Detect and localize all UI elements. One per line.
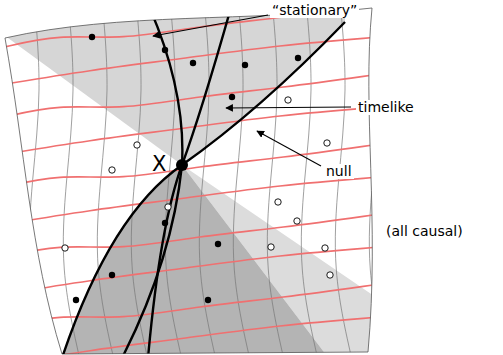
grid-lines xyxy=(0,0,386,355)
event-dot xyxy=(190,60,196,66)
event-dot xyxy=(73,297,79,303)
curve-label: “stationary” xyxy=(270,3,359,18)
point-label: X xyxy=(150,153,168,176)
event-dot xyxy=(109,272,115,278)
event-circle xyxy=(285,97,291,103)
event-dot xyxy=(229,94,235,100)
leader-lines xyxy=(153,15,351,166)
leader-stationary xyxy=(153,15,268,36)
timelike-curve xyxy=(148,4,232,355)
event-circle xyxy=(324,140,330,146)
curve-label: null xyxy=(324,164,354,179)
grid-line xyxy=(267,0,284,355)
event-circle xyxy=(294,218,300,224)
event-dot xyxy=(89,34,95,40)
event-dot xyxy=(295,55,301,61)
grid-line xyxy=(131,0,148,355)
event-circle xyxy=(275,199,281,205)
event-circle xyxy=(62,245,68,251)
note: (all causal) xyxy=(384,224,465,239)
event-circle xyxy=(134,142,140,148)
sheet-outline xyxy=(5,8,372,354)
grid-line-red xyxy=(0,107,380,155)
event-circle xyxy=(322,245,328,251)
event-circle xyxy=(327,272,333,278)
event-circle xyxy=(165,204,171,210)
grid-line xyxy=(29,0,46,355)
point-x xyxy=(176,159,188,171)
grid-line-red xyxy=(0,177,380,225)
event-dot xyxy=(162,47,168,53)
grid-line xyxy=(369,0,386,355)
leader-null xyxy=(257,131,321,166)
curve-label: timelike xyxy=(356,100,416,115)
grid-line xyxy=(199,0,216,355)
grid-line xyxy=(0,0,12,355)
grid-line-red xyxy=(0,247,380,295)
leader-timelike xyxy=(226,107,351,108)
event-circle xyxy=(268,244,274,250)
event-circle xyxy=(109,167,115,173)
events xyxy=(62,34,333,303)
worldlines xyxy=(62,4,345,355)
null-curve xyxy=(62,22,345,355)
event-dot xyxy=(205,297,211,303)
stationary-curve xyxy=(122,4,182,355)
event-dot xyxy=(242,62,248,68)
event-dot xyxy=(215,241,221,247)
event-dot xyxy=(162,220,168,226)
